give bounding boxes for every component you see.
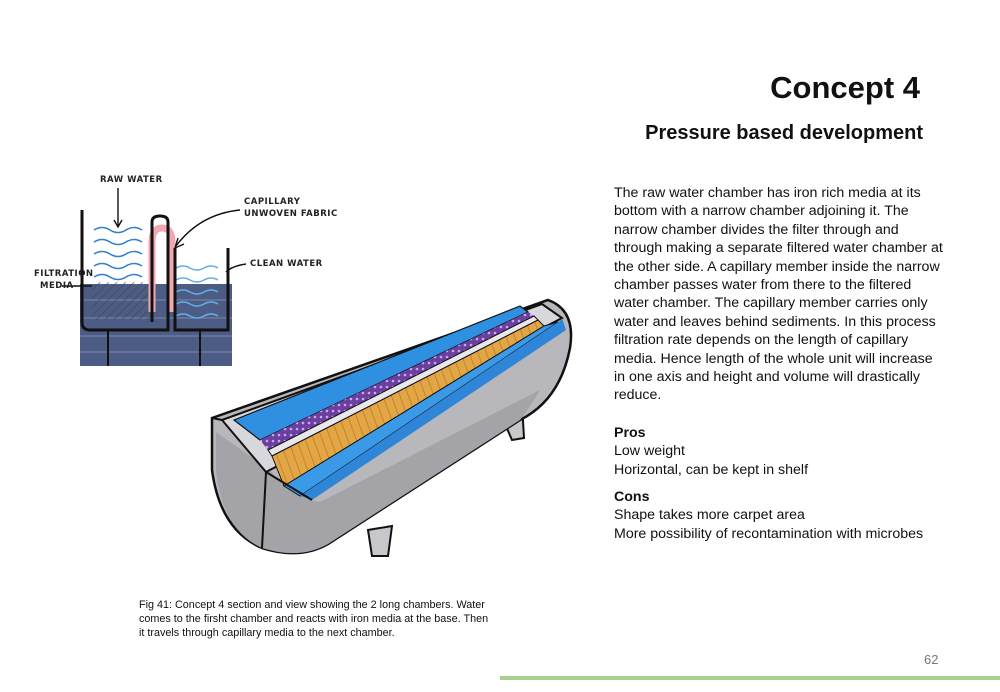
- label-media: MEDIA: [40, 281, 74, 291]
- page-title: Concept 4: [770, 70, 920, 105]
- section-sketch: RAW WATER CAPILLARY UNWOVEN FABRIC CLEAN…: [34, 175, 338, 366]
- cons-item: Shape takes more carpet area: [614, 507, 805, 524]
- trough-sketch: [210, 298, 573, 557]
- clean-water-waves: [175, 265, 219, 319]
- concept-sketch: RAW WATER CAPILLARY UNWOVEN FABRIC CLEAN…: [34, 175, 573, 557]
- trough-leg-left: [366, 524, 394, 557]
- pros-item: Horizontal, can be kept in shelf: [614, 461, 809, 478]
- label-filtration: FILTRATION: [34, 269, 94, 279]
- label-unwoven-fabric: UNWOVEN FABRIC: [244, 209, 338, 219]
- footer-rule: [500, 676, 1000, 680]
- pros-heading: Pros: [614, 425, 646, 441]
- cons-heading: Cons: [614, 489, 650, 505]
- pros-item: Low weight: [614, 443, 685, 460]
- page-number: 62: [924, 652, 939, 667]
- pros-section: Pros Low weight Horizontal, can be kept …: [614, 424, 944, 479]
- cons-section: Cons Shape takes more carpet area More p…: [614, 488, 944, 543]
- iron-media-strip: [260, 312, 534, 450]
- concept-description: The raw water chamber has iron rich medi…: [614, 185, 943, 404]
- raw-water-waves: [93, 226, 143, 281]
- cons-item: More possibility of recontamination with…: [614, 525, 924, 542]
- label-capillary: CAPILLARY: [244, 197, 301, 207]
- label-raw-water: RAW WATER: [100, 175, 163, 185]
- figure-caption: Fig 41: Concept 4 section and view showi…: [139, 599, 489, 639]
- label-clean-water: CLEAN WATER: [250, 259, 323, 269]
- page-subtitle: Pressure based development: [645, 122, 923, 144]
- filtration-media: [92, 282, 150, 320]
